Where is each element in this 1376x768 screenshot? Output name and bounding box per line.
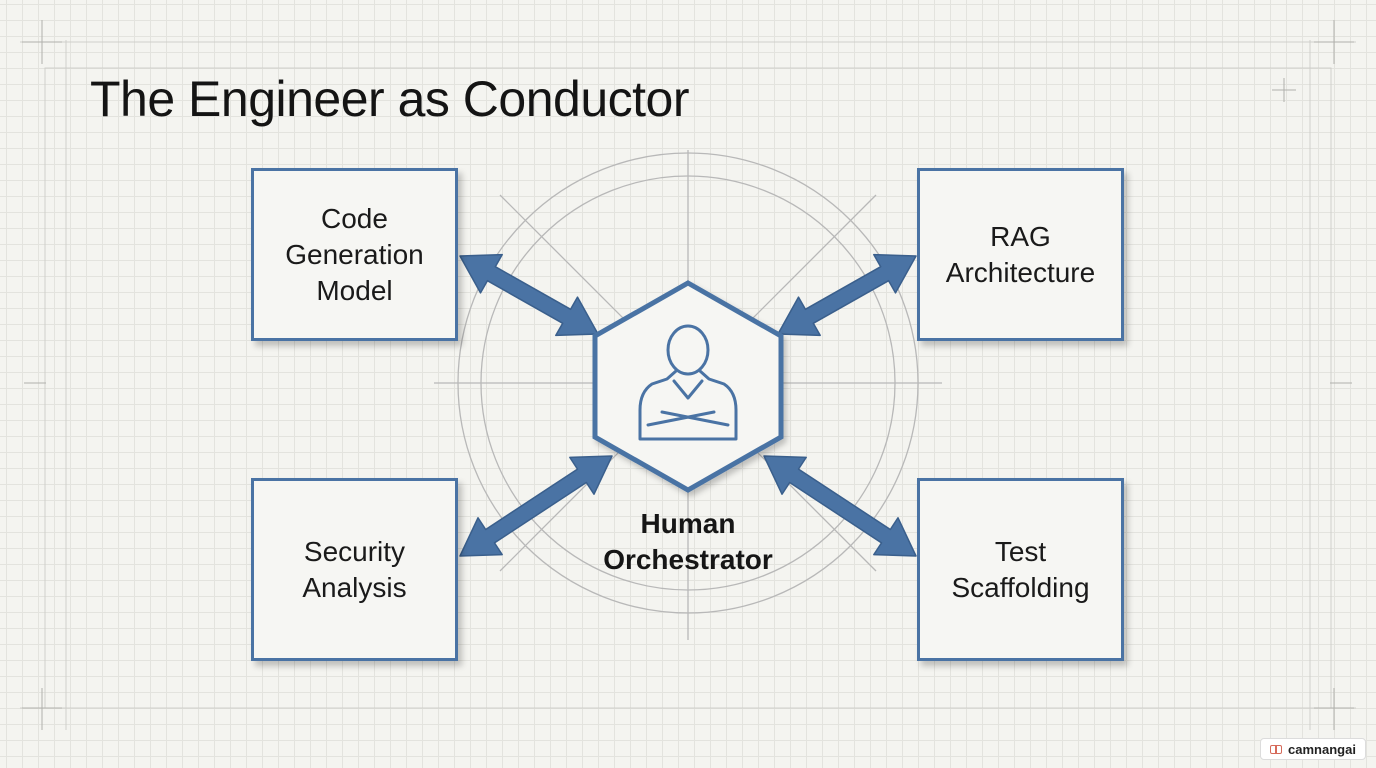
hub-label: Human Orchestrator	[603, 508, 773, 575]
arrow-rag	[777, 253, 917, 337]
module-test-scaffolding: Test Scaffolding	[917, 478, 1124, 661]
orchestrator-hexagon	[592, 280, 784, 493]
module-label: Code Generation Model	[285, 202, 424, 306]
arrow-test	[763, 455, 917, 557]
frame-border	[20, 40, 1356, 730]
module-security-analysis: Security Analysis	[251, 478, 458, 661]
module-label: Security Analysis	[302, 535, 407, 603]
watermark-badge: camnangai	[1260, 738, 1366, 760]
page-title: The Engineer as Conductor	[90, 71, 689, 127]
module-code-generation: Code Generation Model	[251, 168, 458, 341]
connector-arrows	[459, 253, 917, 557]
module-rag-architecture: RAG Architecture	[917, 168, 1124, 341]
module-label: RAG Architecture	[945, 220, 1096, 288]
person-arms-crossed-icon	[638, 324, 738, 441]
arrow-security	[459, 455, 613, 557]
crop-marks	[22, 20, 1354, 730]
watermark-text: camnangai	[1288, 741, 1356, 757]
book-icon	[1270, 744, 1283, 754]
module-label: Test Scaffolding	[951, 535, 1090, 603]
arrow-code	[459, 253, 599, 337]
